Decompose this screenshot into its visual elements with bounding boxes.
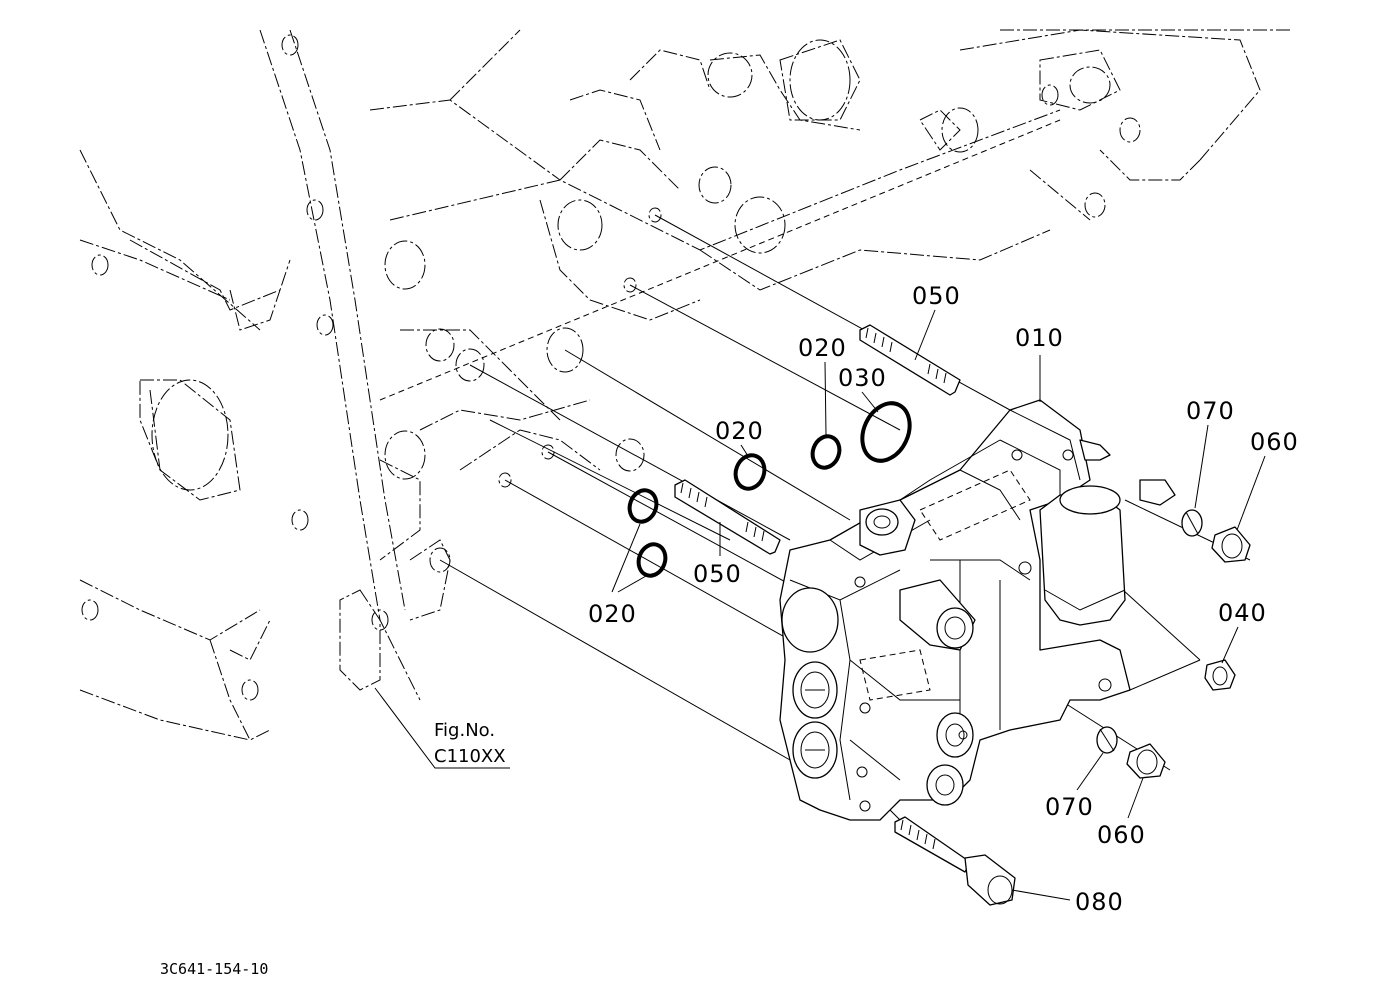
bolt-080 <box>894 816 1016 906</box>
callout-070-lower: 070 <box>1045 793 1094 821</box>
callout-080: 080 <box>1075 888 1124 916</box>
washer-070-lower <box>1096 726 1118 754</box>
housing-phantom <box>79 29 1290 741</box>
callout-050-lower: 050 <box>693 560 742 588</box>
stud-050-lower <box>674 479 781 555</box>
stud-050-upper <box>859 324 961 396</box>
plug-040 <box>1204 659 1236 691</box>
callout-020-upper: 020 <box>798 334 847 362</box>
callout-labels: 050 010 020 030 020 050 020 070 060 040 … <box>588 282 1299 916</box>
o-ring-030 <box>860 401 912 463</box>
callout-040: 040 <box>1218 599 1267 627</box>
nut-060-upper <box>1211 526 1251 563</box>
callout-020-lower: 020 <box>588 600 637 628</box>
callout-050-upper: 050 <box>912 282 961 310</box>
washer-070-upper <box>1181 509 1203 537</box>
o-ring-020-b <box>810 434 842 470</box>
figure-ref-label: Fig.No. <box>434 720 495 741</box>
callout-030: 030 <box>838 364 887 392</box>
o-ring-020-a <box>733 453 767 491</box>
callout-020-middle: 020 <box>715 417 764 445</box>
o-ring-020-c <box>627 488 659 524</box>
o-ring-020-d <box>636 542 668 578</box>
drawing-code: 3C641-154-10 <box>160 960 268 978</box>
callout-060-upper: 060 <box>1250 428 1299 456</box>
figure-ref-number: C110XX <box>434 746 506 767</box>
callout-010: 010 <box>1015 324 1064 352</box>
callout-060-lower: 060 <box>1097 821 1146 849</box>
figure-reference: Fig.No. C110XX <box>434 720 506 767</box>
leader-lines <box>374 309 1266 901</box>
callout-070-upper: 070 <box>1186 397 1235 425</box>
valve-assembly-010 <box>779 399 1176 821</box>
o-rings <box>627 401 912 578</box>
nut-060-lower <box>1126 743 1166 779</box>
